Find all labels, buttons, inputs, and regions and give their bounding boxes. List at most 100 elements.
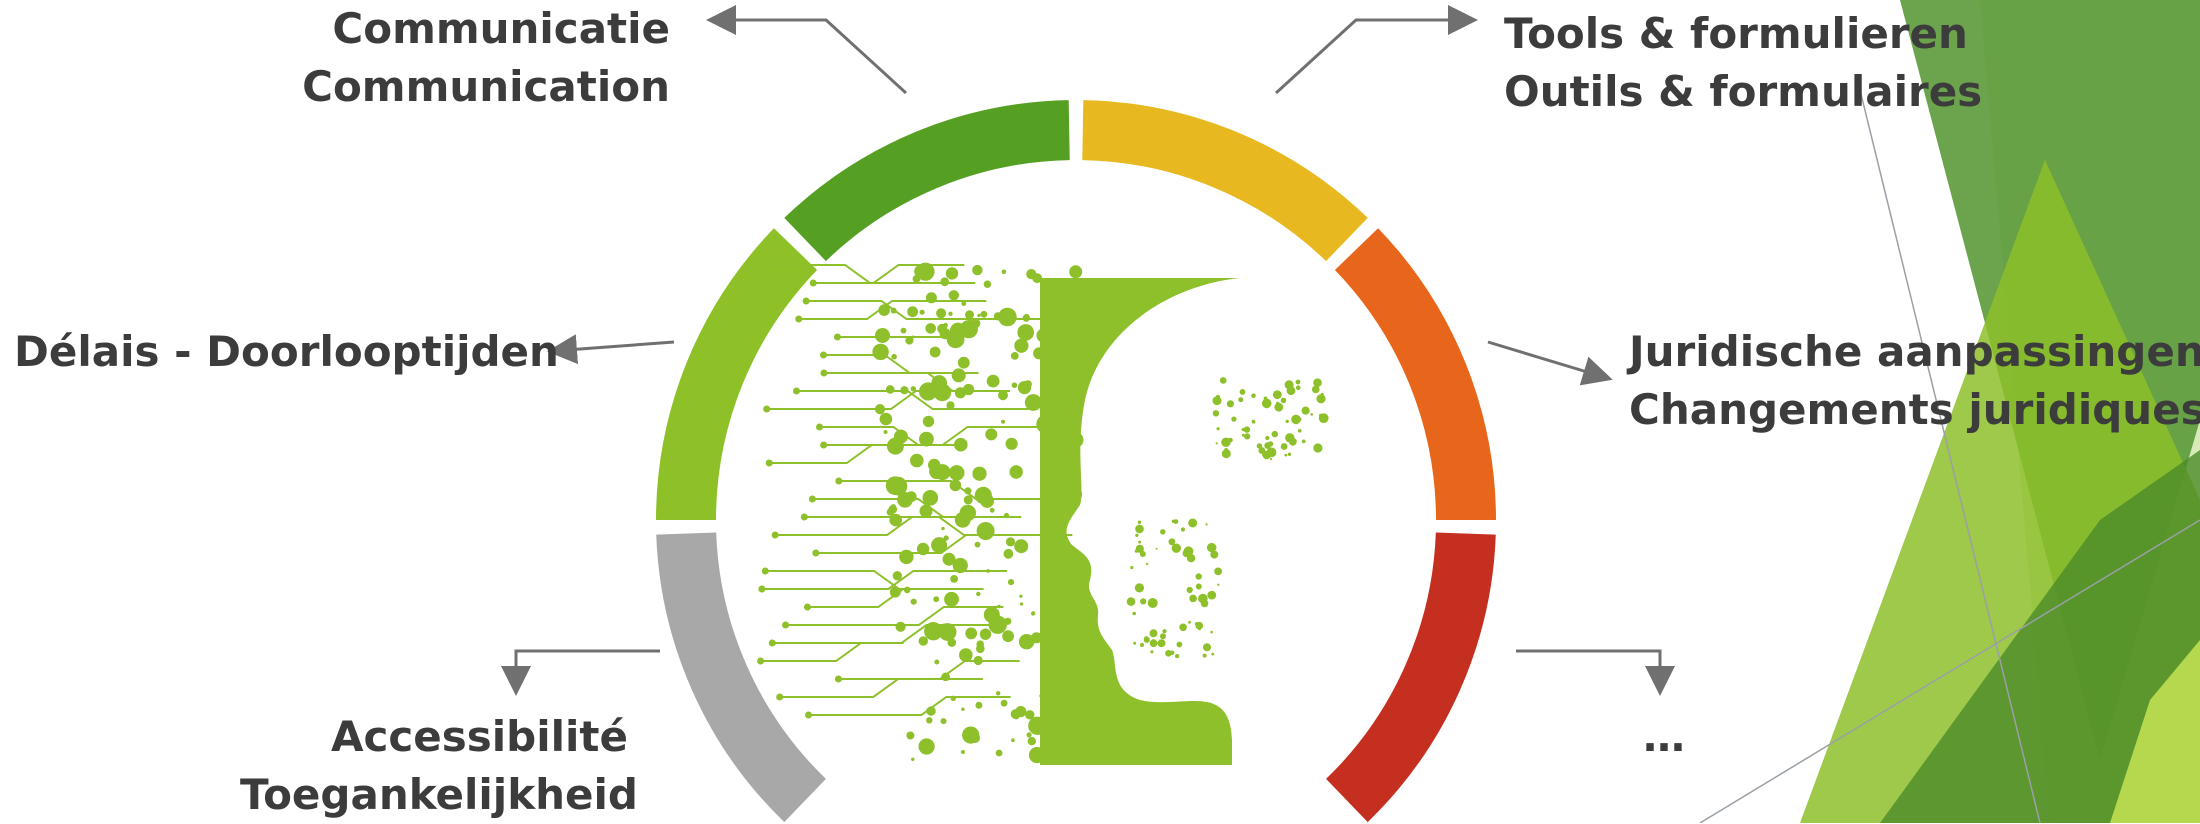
particle-dot: [872, 343, 889, 361]
particle-dot: [1147, 598, 1158, 608]
particle-dot: [933, 383, 952, 402]
particle-dot: [1251, 393, 1256, 399]
particle-dot: [1132, 611, 1136, 616]
label-line: Juridische aanpassingen: [1629, 327, 2200, 376]
particle-dot: [1135, 544, 1144, 553]
particle-dot: [942, 552, 956, 566]
particle-dot: [1074, 614, 1078, 618]
circuit-trace: [823, 354, 979, 374]
particle-dot: [1195, 573, 1202, 580]
particle-dot: [931, 537, 948, 554]
particle-dot: [1011, 382, 1018, 389]
circuit-node: [816, 423, 824, 431]
particle-dot: [995, 749, 1003, 757]
particle-dot: [1291, 414, 1301, 425]
circuit-node: [768, 639, 776, 647]
particle-dot: [1214, 567, 1222, 576]
particle-dot: [1180, 527, 1186, 532]
particle-dot: [879, 412, 893, 426]
particle-dot: [1256, 443, 1263, 449]
particle-dot: [1195, 583, 1202, 590]
particle-dot: [1085, 741, 1092, 748]
particle-dot: [905, 336, 914, 345]
particle-dot: [1207, 590, 1217, 600]
particle-dot: [965, 310, 974, 320]
particle-dot: [918, 738, 935, 755]
particle-dot: [1226, 400, 1234, 408]
connector-tools: [1274, 5, 1478, 95]
particle-dot: [1188, 518, 1198, 528]
particle-dot: [974, 541, 981, 548]
particle-dot: [985, 428, 998, 441]
particle-dot: [1028, 747, 1046, 764]
circuit-trace: [815, 534, 1028, 554]
particle-dot: [1014, 539, 1029, 554]
particle-dot: [1183, 546, 1194, 557]
particle-dot: [1001, 269, 1007, 275]
particle-dot: [1017, 324, 1034, 341]
particle-dot: [940, 718, 947, 725]
particle-dot: [1272, 390, 1282, 400]
particle-dot: [918, 636, 928, 646]
particle-dot: [1211, 652, 1215, 656]
circuit-node: [805, 711, 813, 719]
particle-dot: [1019, 602, 1024, 606]
particle-dot: [890, 504, 896, 510]
particle-dot: [1036, 414, 1056, 434]
particle-dot: [1267, 401, 1270, 404]
particle-dot: [1075, 674, 1082, 680]
particle-dot: [1301, 406, 1310, 415]
particle-dot: [947, 638, 957, 647]
particle-dot: [911, 757, 915, 761]
particle-dot: [977, 313, 981, 318]
particle-dot: [1140, 643, 1144, 647]
particle-dot: [1198, 627, 1202, 631]
particle-dot: [1060, 734, 1079, 753]
particle-dot: [1210, 630, 1213, 634]
circuit-node: [835, 477, 843, 485]
particle-dot: [1212, 410, 1220, 417]
particle-dot: [1049, 302, 1063, 315]
particle-dot: [1039, 694, 1043, 698]
particle-dot: [1231, 416, 1237, 422]
particle-dot: [1295, 379, 1301, 385]
circuit-node: [771, 531, 779, 539]
particle-dot: [1318, 413, 1329, 424]
particle-dot: [1284, 453, 1288, 457]
particle-dot: [1285, 419, 1289, 424]
particle-dot: [1311, 385, 1320, 394]
circuit-node: [776, 693, 784, 701]
particle-dot: [998, 390, 1008, 401]
particle-dot: [1207, 542, 1217, 553]
particle-dot: [965, 627, 978, 640]
particle-dot: [938, 623, 957, 641]
particle-dot: [960, 750, 965, 754]
particle-dot: [1069, 265, 1083, 279]
particle-dot: [1168, 538, 1176, 546]
particle-dot: [928, 458, 941, 472]
particle-dot: [1149, 639, 1158, 648]
particle-dot: [1067, 431, 1084, 448]
particle-dot: [1138, 540, 1142, 544]
particle-dot: [1062, 637, 1077, 652]
circuit-trace: [823, 372, 1010, 392]
circuit-node: [795, 315, 803, 323]
particle-dot: [891, 353, 897, 360]
particle-dot: [1276, 401, 1280, 405]
particle-dot: [1027, 737, 1037, 746]
particle-dot: [996, 691, 1001, 696]
circuit-node: [761, 567, 769, 575]
particle-dot: [1140, 598, 1147, 605]
particle-dot: [1039, 752, 1045, 758]
particle-dot: [951, 368, 966, 383]
label-line: Accessibilité: [331, 712, 628, 761]
circuit-trace: [760, 642, 904, 662]
circuit-trace: [779, 678, 983, 698]
particle-dot: [1061, 305, 1069, 313]
segment-accessibilite: [656, 532, 827, 823]
particle-dot: [1002, 630, 1014, 643]
particle-dot: [945, 267, 959, 280]
particle-dot: [1202, 653, 1207, 658]
particle-dot: [1011, 738, 1015, 742]
